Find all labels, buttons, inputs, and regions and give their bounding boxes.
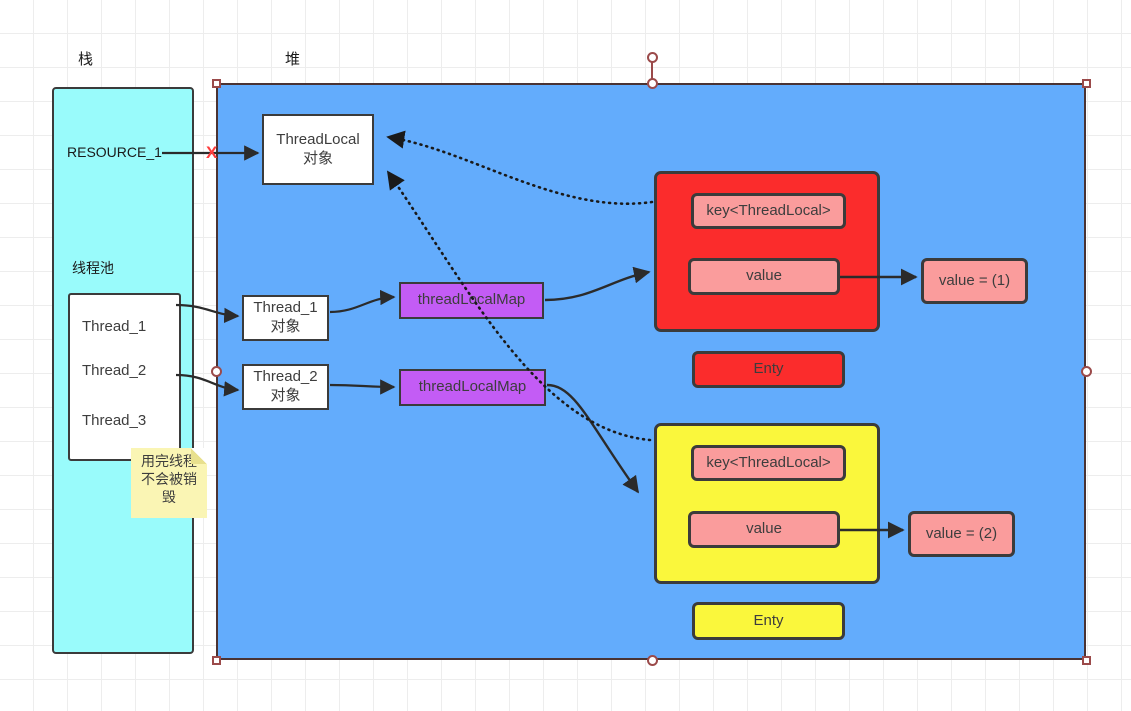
thread-object-1-line-2: 对象 — [270, 318, 301, 335]
rotation-handle[interactable] — [647, 52, 658, 63]
sticky-note-line-1: 用完线程 — [141, 453, 197, 469]
threadlocalmap-box-2[interactable]: threadLocalMap — [399, 369, 546, 406]
thread-object-1-line-1: Thread_1 — [253, 299, 318, 317]
heap-section-label: 堆 — [285, 51, 301, 68]
resource-label: RESOURCE_1 — [67, 144, 162, 160]
resize-handle-top-left[interactable] — [212, 79, 221, 88]
threadlocal-object-line-2: 对象 — [302, 149, 333, 167]
resize-handle-bottom-right[interactable] — [1082, 656, 1091, 665]
threadlocalmap-box-1[interactable]: threadLocalMap — [399, 282, 544, 319]
entry-red-label-box[interactable]: Enty — [692, 351, 845, 388]
entry-red-key-box[interactable]: key<ThreadLocal> — [691, 193, 846, 229]
broken-reference-x-icon: X — [206, 143, 218, 162]
entry-yellow-label-box[interactable]: Enty — [692, 602, 845, 640]
thread-pool-item-3: Thread_3 — [82, 412, 147, 429]
thread-object-2-line-1: Thread_2 — [253, 368, 318, 386]
thread-pool-item-2: Thread_2 — [82, 362, 147, 379]
threadlocalmap-box-2-label: threadLocalMap — [418, 378, 527, 396]
entry-yellow-value-out-box[interactable]: value = (2) — [908, 511, 1015, 557]
resize-handle-middle-left[interactable] — [211, 366, 222, 377]
thread-pool-item-1: Thread_1 — [82, 318, 147, 335]
thread-pool-label: 线程池 — [72, 260, 114, 276]
thread-object-2-line-2: 对象 — [270, 387, 301, 404]
threadlocal-object-line-1: ThreadLocal — [276, 130, 360, 148]
resize-handle-bottom-left[interactable] — [212, 656, 221, 665]
threadlocal-object-box[interactable]: ThreadLocal 对象 — [262, 114, 374, 185]
entry-yellow-key-box[interactable]: key<ThreadLocal> — [691, 445, 846, 481]
sticky-note-line-2: 不会被销 — [141, 471, 197, 488]
resize-handle-top-center[interactable] — [647, 78, 658, 89]
resize-handle-top-right[interactable] — [1082, 79, 1091, 88]
stack-section-label: 栈 — [78, 51, 94, 68]
entry-red-value-out-box[interactable]: value = (1) — [921, 258, 1028, 304]
entry-red-value-box[interactable]: value — [688, 258, 840, 295]
entry-yellow-value-box[interactable]: value — [688, 511, 840, 548]
sticky-note-fold-icon — [191, 448, 207, 464]
thread-object-box-2[interactable]: Thread_2 对象 — [242, 364, 329, 410]
resize-handle-bottom-center[interactable] — [647, 655, 658, 666]
resize-handle-middle-right[interactable] — [1081, 366, 1092, 377]
rotation-handle-stem — [651, 57, 653, 83]
thread-object-box-1[interactable]: Thread_1 对象 — [242, 295, 329, 341]
thread-pool-box[interactable] — [68, 293, 181, 461]
sticky-note-line-3: 毁 — [162, 489, 176, 506]
sticky-note[interactable]: 用完线程 不会被销 毁 — [131, 448, 207, 518]
